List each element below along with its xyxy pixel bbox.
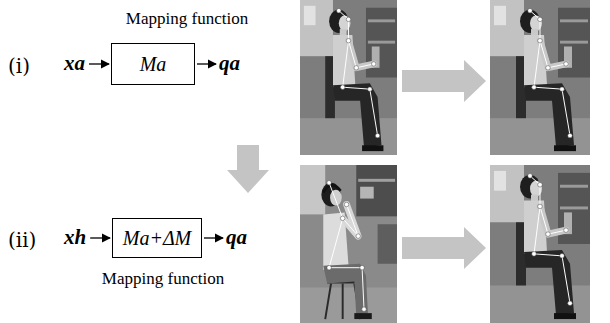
signal-arrow [90, 237, 110, 238]
row-number: (ⅱ) [8, 229, 36, 251]
input-vector: xh [64, 226, 86, 249]
block-arrow [402, 227, 486, 269]
signal-arrow [89, 63, 109, 64]
block-arrow [402, 60, 486, 102]
output-vector: qa [219, 52, 240, 75]
input-vector: xa [64, 52, 85, 75]
output-vector: qa [226, 226, 247, 249]
mapping-box: Ma [111, 43, 195, 85]
signal-arrow [197, 63, 216, 64]
android-photo [300, 0, 397, 155]
mapping-box: Ma+ΔM [112, 218, 202, 258]
signal-arrow [204, 237, 223, 238]
row-number: (ⅰ) [8, 55, 30, 77]
function-caption: Mapping function [102, 270, 224, 289]
box-label: Ma [140, 53, 167, 75]
android-photo [490, 165, 590, 323]
android-photo [490, 0, 590, 155]
function-caption: Mapping function [126, 10, 248, 29]
box-label: Ma+ΔM [123, 227, 192, 249]
block-arrow [227, 145, 269, 193]
human-photo [300, 165, 397, 323]
